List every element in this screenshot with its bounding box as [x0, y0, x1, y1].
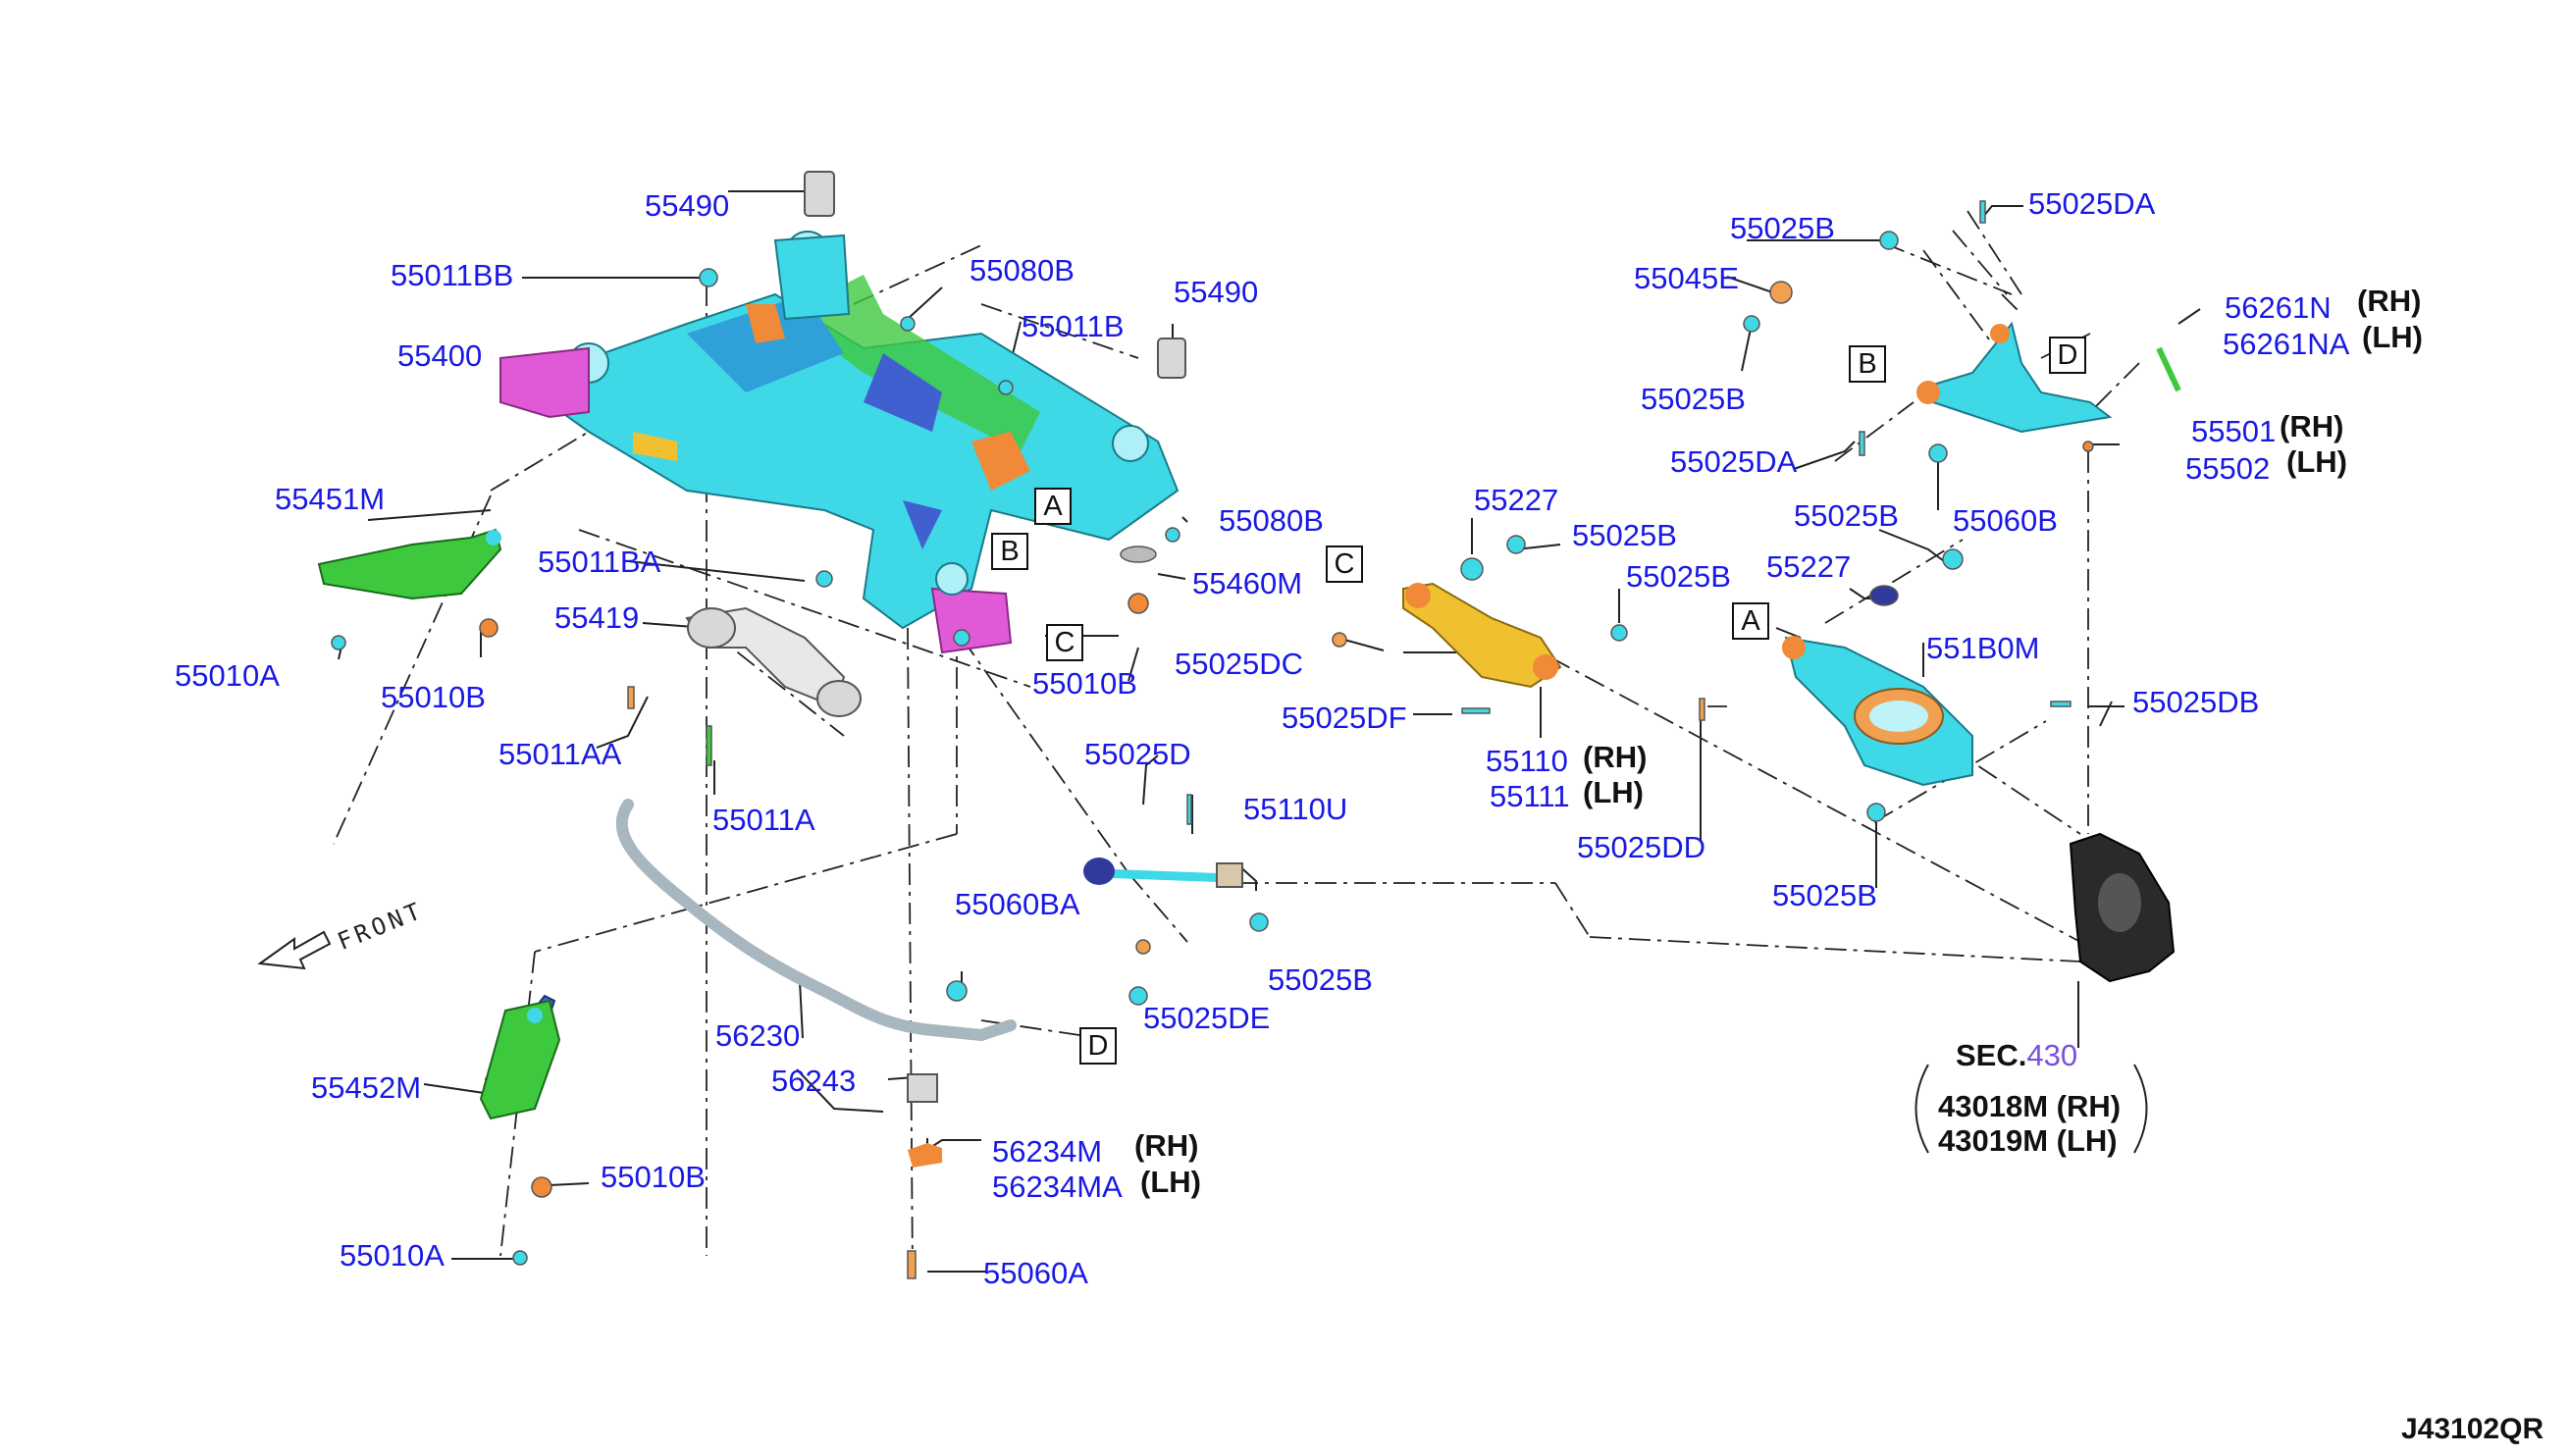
callout-box-a: A	[1034, 488, 1072, 525]
callout-box-c: C	[1046, 624, 1083, 661]
part-label-55460m[interactable]: 55460M	[1192, 566, 1303, 600]
part-label-55502[interactable]: 55502	[2185, 451, 2271, 486]
part-label-55025b-c2[interactable]: 55025B	[1626, 559, 1731, 594]
part-label-55080b-top[interactable]: 55080B	[970, 253, 1075, 287]
knuckle-43018m	[2069, 832, 2176, 983]
side-note-lh-56261na: (LH)	[2362, 320, 2423, 354]
part-label-55010a-left[interactable]: 55010A	[175, 658, 280, 693]
part-label-55490-right[interactable]: 55490	[1174, 275, 1259, 309]
part-label-55060ba[interactable]: 55060BA	[955, 887, 1080, 921]
part-label-55025b-u[interactable]: 55025B	[1268, 962, 1373, 997]
side-note-lh-56234ma: (LH)	[1140, 1165, 1201, 1199]
part-label-55010b-mid[interactable]: 55010B	[1032, 666, 1137, 701]
callout-box-c-arm: C	[1326, 546, 1363, 583]
part-label-55490-top[interactable]: 55490	[645, 188, 730, 223]
part-label-55010a-low[interactable]: 55010A	[340, 1238, 445, 1273]
member-mount-55490	[804, 171, 1186, 379]
part-label-55025b-top[interactable]: 55025B	[1730, 211, 1835, 245]
part-label-55060a[interactable]: 55060A	[983, 1256, 1088, 1290]
callout-box-a-arm: A	[1732, 602, 1769, 640]
part-label-55025df[interactable]: 55025DF	[1282, 701, 1407, 735]
hardware-fasteners	[331, 200, 2094, 1279]
dash-dot-lines	[333, 210, 2140, 1276]
bracket-55452m	[479, 994, 561, 1120]
callout-box-d-arm: D	[2049, 337, 2086, 374]
arm-551b0m	[1782, 636, 1973, 787]
part-label-55419[interactable]: 55419	[554, 600, 640, 635]
part-label-55111[interactable]: 55111	[1490, 779, 1570, 813]
part-label-55227-c[interactable]: 55227	[1474, 483, 1559, 517]
part-label-55025dc[interactable]: 55025DC	[1175, 647, 1303, 681]
member-stay-55419	[685, 606, 862, 717]
callout-box-b-arm: B	[1849, 345, 1886, 383]
arm-55110	[1402, 582, 1562, 689]
part-label-56261n[interactable]: 56261N	[2225, 290, 2332, 325]
link-55110u	[1083, 858, 1243, 888]
section-number: 430	[2026, 1038, 2078, 1072]
stabilizer-link-56261n	[2156, 346, 2181, 392]
part-label-55025d[interactable]: 55025D	[1084, 737, 1191, 771]
part-label-55011a[interactable]: 55011A	[712, 803, 815, 837]
part-label-55011ba[interactable]: 55011BA	[538, 545, 661, 579]
side-note-rh-55110: (RH)	[1583, 740, 1648, 774]
part-label-56230[interactable]: 56230	[715, 1018, 801, 1053]
part-label-55451m[interactable]: 55451M	[275, 482, 386, 516]
part-label-55501[interactable]: 55501	[2191, 414, 2277, 448]
part-label-56243[interactable]: 56243	[771, 1064, 857, 1098]
side-note-rh-56261n: (RH)	[2357, 284, 2422, 318]
part-label-55011aa[interactable]: 55011AA	[498, 737, 622, 771]
part-label-55011b[interactable]: 55011B	[1022, 309, 1125, 343]
stabilizer-clamp-56234m	[908, 1143, 942, 1168]
part-label-55060b[interactable]: 55060B	[1953, 503, 2058, 538]
front-arrow-icon	[257, 930, 332, 970]
part-label-55010b-left[interactable]: 55010B	[381, 680, 486, 714]
part-label-55011bb[interactable]: 55011BB	[391, 258, 514, 292]
section-prefix: SEC.	[1956, 1038, 2027, 1072]
part-label-55080b-mid[interactable]: 55080B	[1219, 503, 1324, 538]
suspension-member	[517, 231, 1180, 630]
part-label-55025da-top[interactable]: 55025DA	[2028, 186, 2156, 221]
callout-box-b: B	[991, 533, 1028, 570]
part-label-55025da-b[interactable]: 55025DA	[1670, 444, 1798, 479]
side-note-lh-55502: (LH)	[2286, 444, 2347, 479]
part-label-55025de[interactable]: 55025DE	[1143, 1001, 1271, 1035]
member-bracket-magenta-right	[930, 587, 1013, 654]
part-label-56234m[interactable]: 56234M	[992, 1134, 1103, 1169]
side-note-lh-55111: (LH)	[1583, 775, 1644, 809]
section-reference[interactable]: SEC.430	[1956, 1040, 2077, 1070]
stabilizer-bar-56230	[615, 799, 1017, 1042]
arm-55451m	[317, 528, 502, 600]
part-label-56261na[interactable]: 56261NA	[2223, 327, 2350, 361]
arm-55501	[1916, 321, 2113, 434]
part-label-56234ma[interactable]: 56234MA	[992, 1170, 1123, 1204]
part-label-55025b-b[interactable]: 55025B	[1641, 382, 1746, 416]
stabilizer-bushing-56243	[907, 1073, 938, 1103]
knuckle-part-rh[interactable]: 43018M (RH)	[1938, 1089, 2122, 1123]
part-label-55025db[interactable]: 55025DB	[2132, 685, 2260, 719]
callout-box-d: D	[1079, 1027, 1117, 1065]
part-label-55025b-a2[interactable]: 55025B	[1772, 878, 1877, 912]
part-label-551b0m[interactable]: 551B0M	[1926, 631, 2040, 665]
knuckle-part-bracket	[1914, 1064, 2148, 1154]
part-label-55110u[interactable]: 55110U	[1243, 792, 1348, 826]
part-label-55025b-a1[interactable]: 55025B	[1794, 498, 1899, 533]
side-note-rh-56234m: (RH)	[1134, 1128, 1199, 1163]
part-label-55227-a[interactable]: 55227	[1766, 549, 1852, 584]
part-label-55045e[interactable]: 55045E	[1634, 261, 1739, 295]
part-label-55010b-low[interactable]: 55010B	[601, 1160, 706, 1194]
member-bracket-magenta-left	[499, 346, 590, 419]
part-label-55025dd[interactable]: 55025DD	[1577, 830, 1705, 864]
part-label-55025b-c1[interactable]: 55025B	[1572, 518, 1677, 552]
part-label-55110[interactable]: 55110	[1486, 744, 1568, 778]
part-label-55452m[interactable]: 55452M	[311, 1070, 422, 1105]
part-label-55400[interactable]: 55400	[397, 338, 483, 373]
knuckle-part-lh[interactable]: 43019M (LH)	[1938, 1123, 2118, 1158]
drawing-code: J43102QR	[2401, 1413, 2544, 1445]
side-note-rh-55501: (RH)	[2280, 409, 2344, 443]
